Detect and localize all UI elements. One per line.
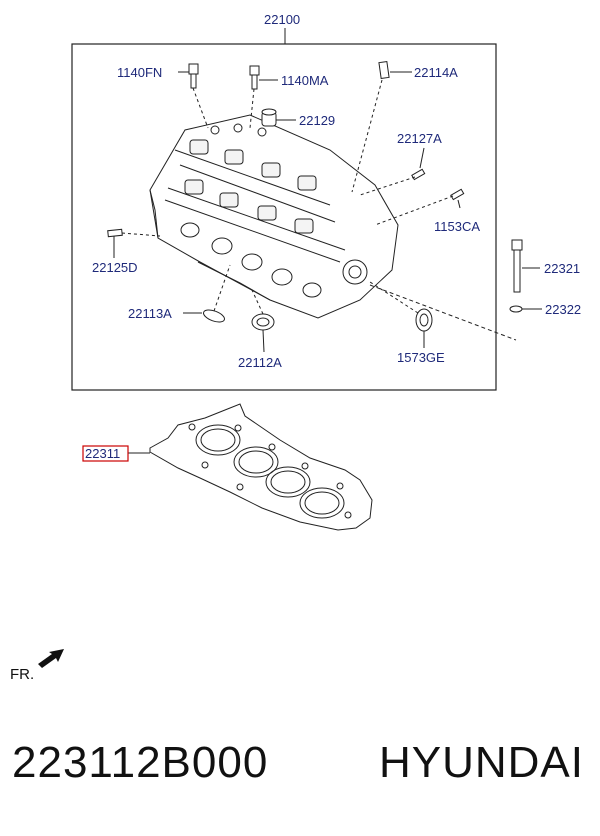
label-22127a: 22127A <box>397 131 442 146</box>
label-22113a: 22113A <box>128 306 172 321</box>
label-22129: 22129 <box>299 113 335 128</box>
label-1573ge: 1573GE <box>397 350 445 365</box>
label-22311: 22311 <box>85 446 120 461</box>
front-marker: FR. <box>10 666 35 683</box>
label-22322: 22322 <box>545 302 581 317</box>
brand-name: HYUNDAI <box>378 738 584 787</box>
label-22321: 22321 <box>544 261 580 276</box>
bolt-leader <box>369 284 517 341</box>
label-1153ca: 1153CA <box>434 219 480 234</box>
cylinder-head <box>149 114 399 319</box>
seal-22113a-icon <box>183 264 231 323</box>
bolt-1140ma-icon <box>249 65 278 129</box>
footer: 223112B000 HYUNDAI <box>0 738 600 808</box>
seal-22112a-icon <box>251 289 275 353</box>
label-22112a: 22112A <box>238 355 282 370</box>
dowel-22114a-icon <box>351 60 412 193</box>
stud-22127a-icon <box>359 147 426 196</box>
label-1140fn: 1140FN <box>117 65 162 80</box>
label-22114a: 22114A <box>414 65 458 80</box>
stud-22125d-icon <box>107 228 161 258</box>
bolt-1140fn-icon <box>178 63 209 129</box>
label-22100: 22100 <box>264 12 300 27</box>
label-22125d: 22125D <box>92 260 138 275</box>
head-gasket-icon <box>128 403 373 531</box>
bolt-22321-icon <box>511 239 540 293</box>
part-number: 223112B000 <box>12 738 269 787</box>
plug-22129-icon <box>261 108 296 127</box>
seal-1573ge-icon <box>369 281 433 348</box>
washer-22322-icon <box>509 305 542 313</box>
stud-1153ca-icon <box>374 188 465 226</box>
gasket-label-highlight <box>82 445 129 462</box>
front-arrow-icon <box>38 649 64 668</box>
assembly-frame <box>71 43 497 391</box>
label-1140ma: 1140MA <box>281 73 329 88</box>
